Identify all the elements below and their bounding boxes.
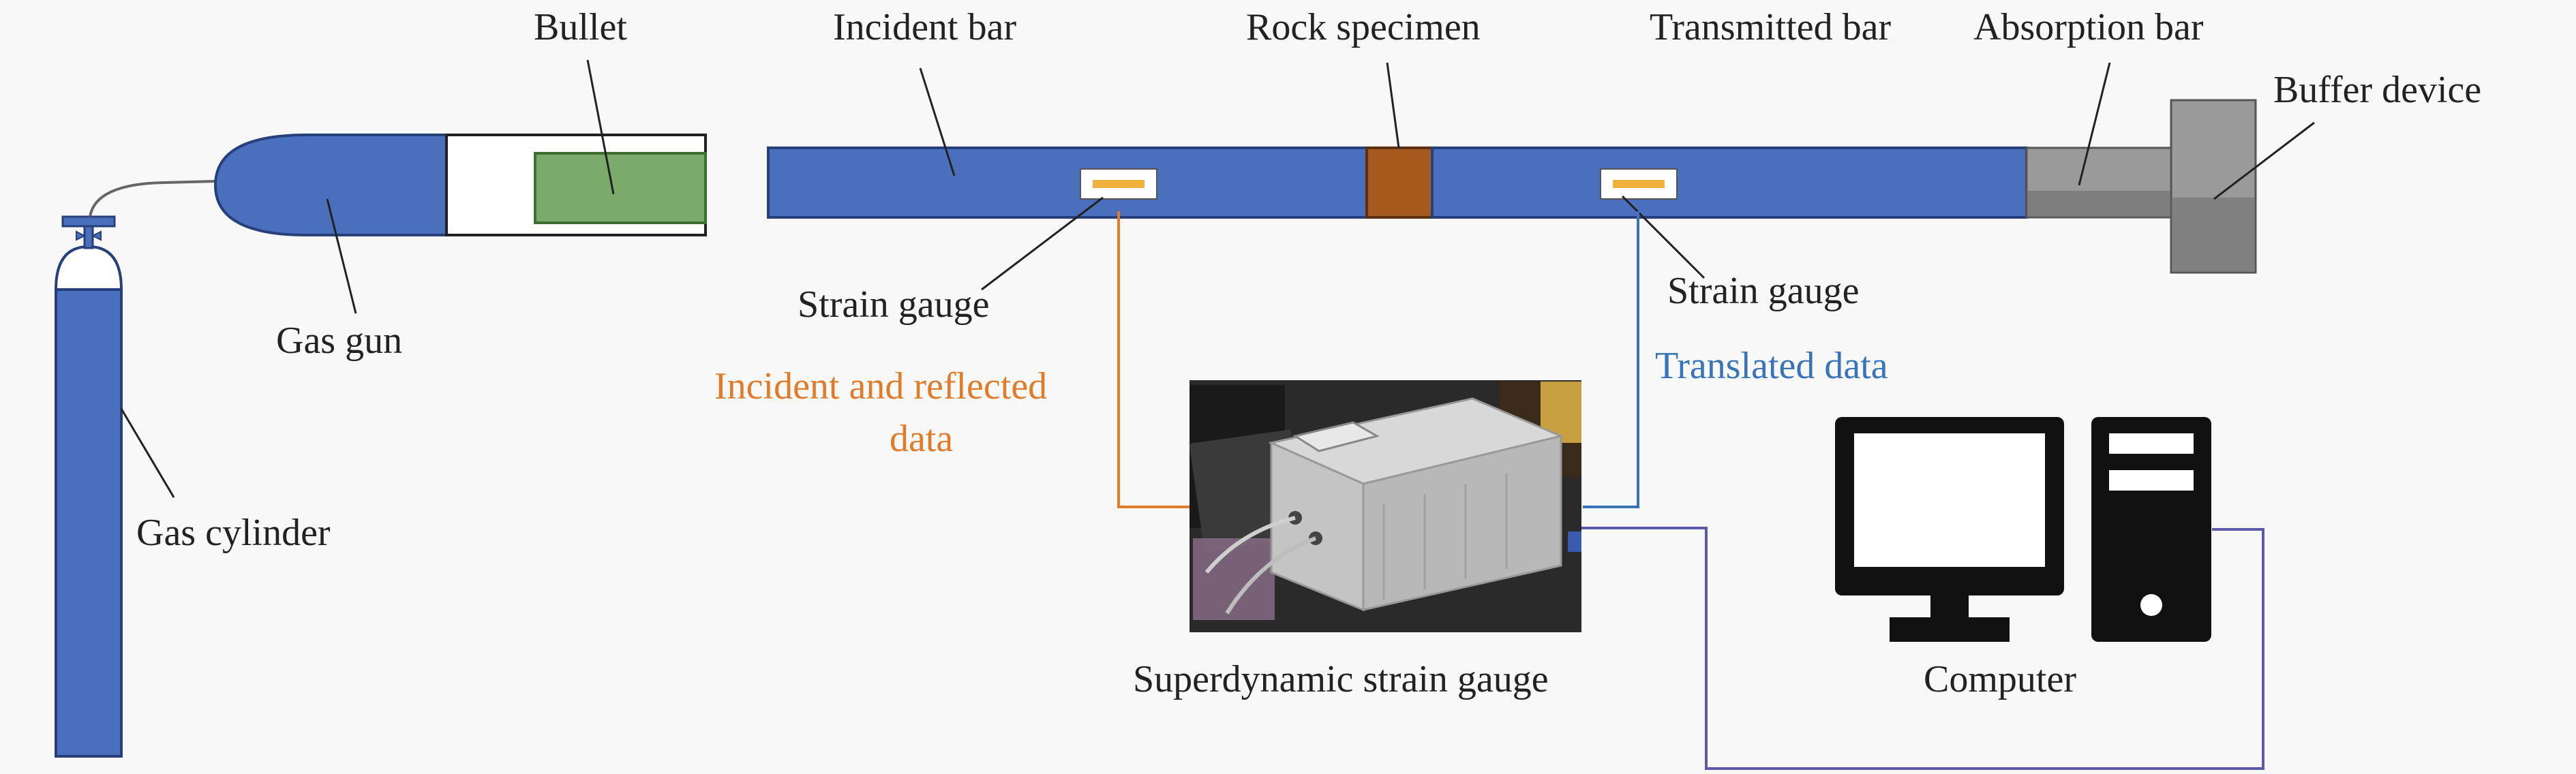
superdynamic-strain-gauge-photo (1189, 380, 1581, 632)
bullet (534, 152, 707, 224)
gas-cylinder-body (55, 288, 123, 758)
label-strain-gauge-left: Strain gauge (798, 283, 989, 326)
leader-lines (120, 59, 2315, 498)
computer-icon (1835, 417, 2211, 642)
gas-cylinder-valve-stem (83, 225, 94, 249)
label-absorption-bar: Absorption bar (1973, 6, 2204, 48)
transmitted-bar (1431, 146, 2028, 219)
gas-cylinder-valve-handle (61, 215, 116, 228)
monitor-base (1890, 617, 2010, 642)
gas-gun-head (213, 134, 448, 236)
translated-data-wire (1583, 211, 1639, 508)
label-incident-bar: Incident bar (833, 6, 1016, 48)
label-strain-gauge-right: Strain gauge (1667, 270, 1859, 312)
gas-cylinder (54, 215, 123, 758)
tower-drive-bay-2 (2109, 470, 2194, 491)
buffer-device (2170, 99, 2257, 274)
label-buffer-device: Buffer device (2273, 69, 2481, 111)
incident-bar (767, 146, 1369, 219)
label-gas-cylinder: Gas cylinder (136, 512, 331, 554)
label-incident-reflected-line2: data (890, 418, 953, 460)
incident-reflected-wire (1117, 211, 1193, 508)
gas-cylinder-valve-nozzle (76, 230, 102, 241)
tower-drive-bay-1 (2109, 433, 2194, 454)
gas-gun (213, 134, 707, 236)
gas-cylinder-top (54, 245, 123, 291)
label-incident-reflected-line1: Incident and reflected (714, 365, 1047, 407)
label-rock-specimen: Rock specimen (1246, 6, 1481, 48)
strain-gauge-left-mount (1080, 168, 1157, 200)
label-bullet: Bullet (534, 6, 627, 48)
tower-power-button (2140, 594, 2162, 616)
monitor-screen (1854, 433, 2045, 567)
gas-hose (89, 180, 217, 217)
monitor-neck (1930, 595, 1969, 620)
label-computer: Computer (1924, 658, 2076, 700)
label-transmitted-bar: Transmitted bar (1650, 6, 1891, 48)
label-gas-gun: Gas gun (276, 320, 402, 362)
absorption-bar (2025, 146, 2172, 219)
label-superdynamic-strain-gauge: Superdynamic strain gauge (1133, 658, 1549, 700)
strain-gauge-right-mount (1600, 168, 1678, 200)
computer-link-wire (1580, 527, 2264, 770)
label-translated-data: Translated data (1655, 345, 1888, 387)
rock-specimen (1365, 146, 1434, 219)
